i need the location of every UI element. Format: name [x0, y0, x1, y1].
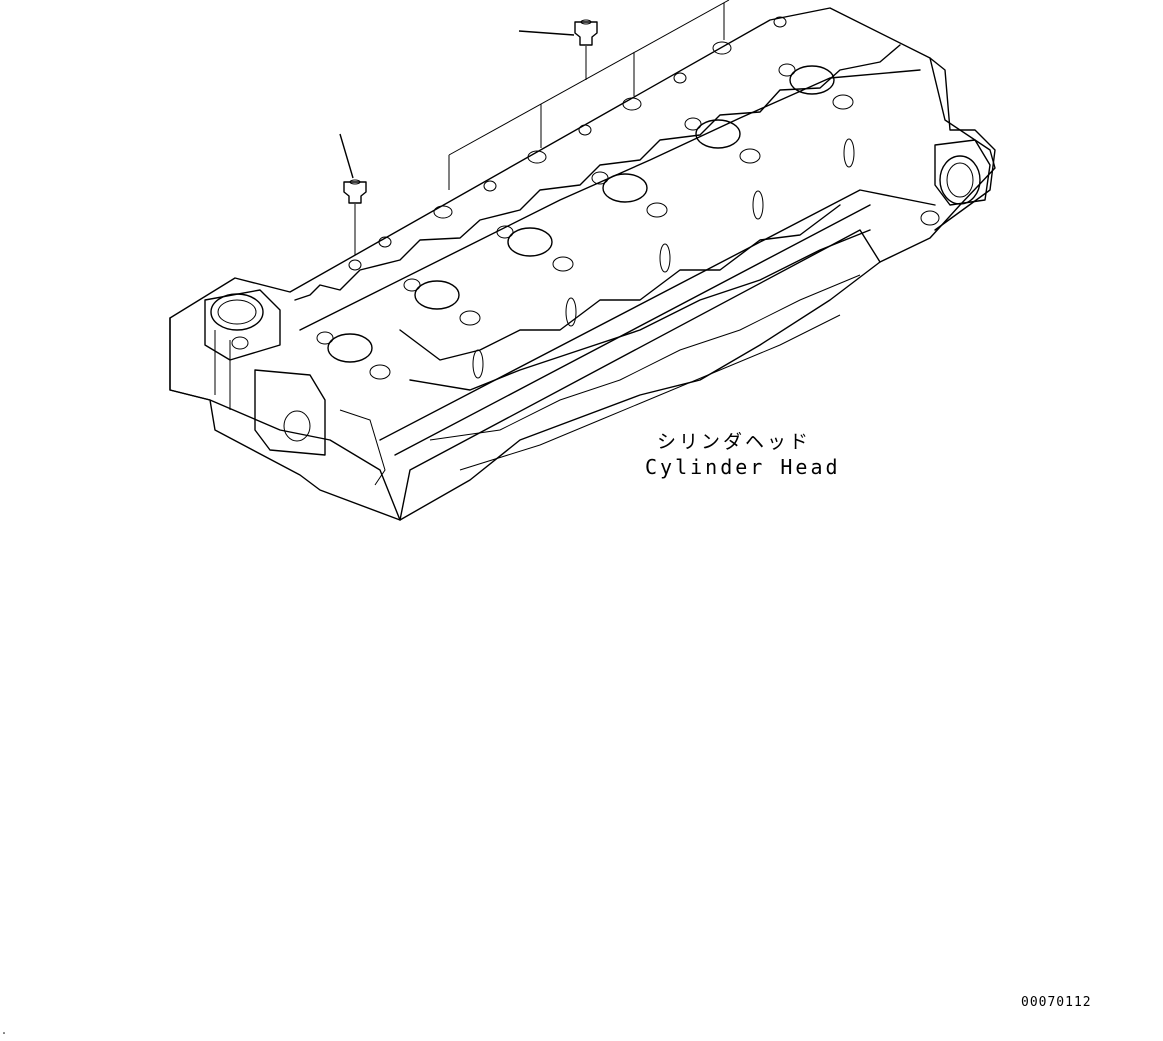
deck-bolt-holes [210, 16, 981, 442]
side-ports [472, 138, 855, 379]
document-id: 00070112 [1021, 995, 1092, 1010]
part-name-en: Cylinder Head [645, 455, 841, 479]
corner-mark [3, 1032, 5, 1034]
part-name-jp: シリンダヘッド [657, 431, 812, 453]
cylinder-head-body [169, 7, 996, 521]
valve-ports [316, 63, 854, 380]
plug-left [339, 133, 367, 255]
plug-right [448, 0, 730, 190]
